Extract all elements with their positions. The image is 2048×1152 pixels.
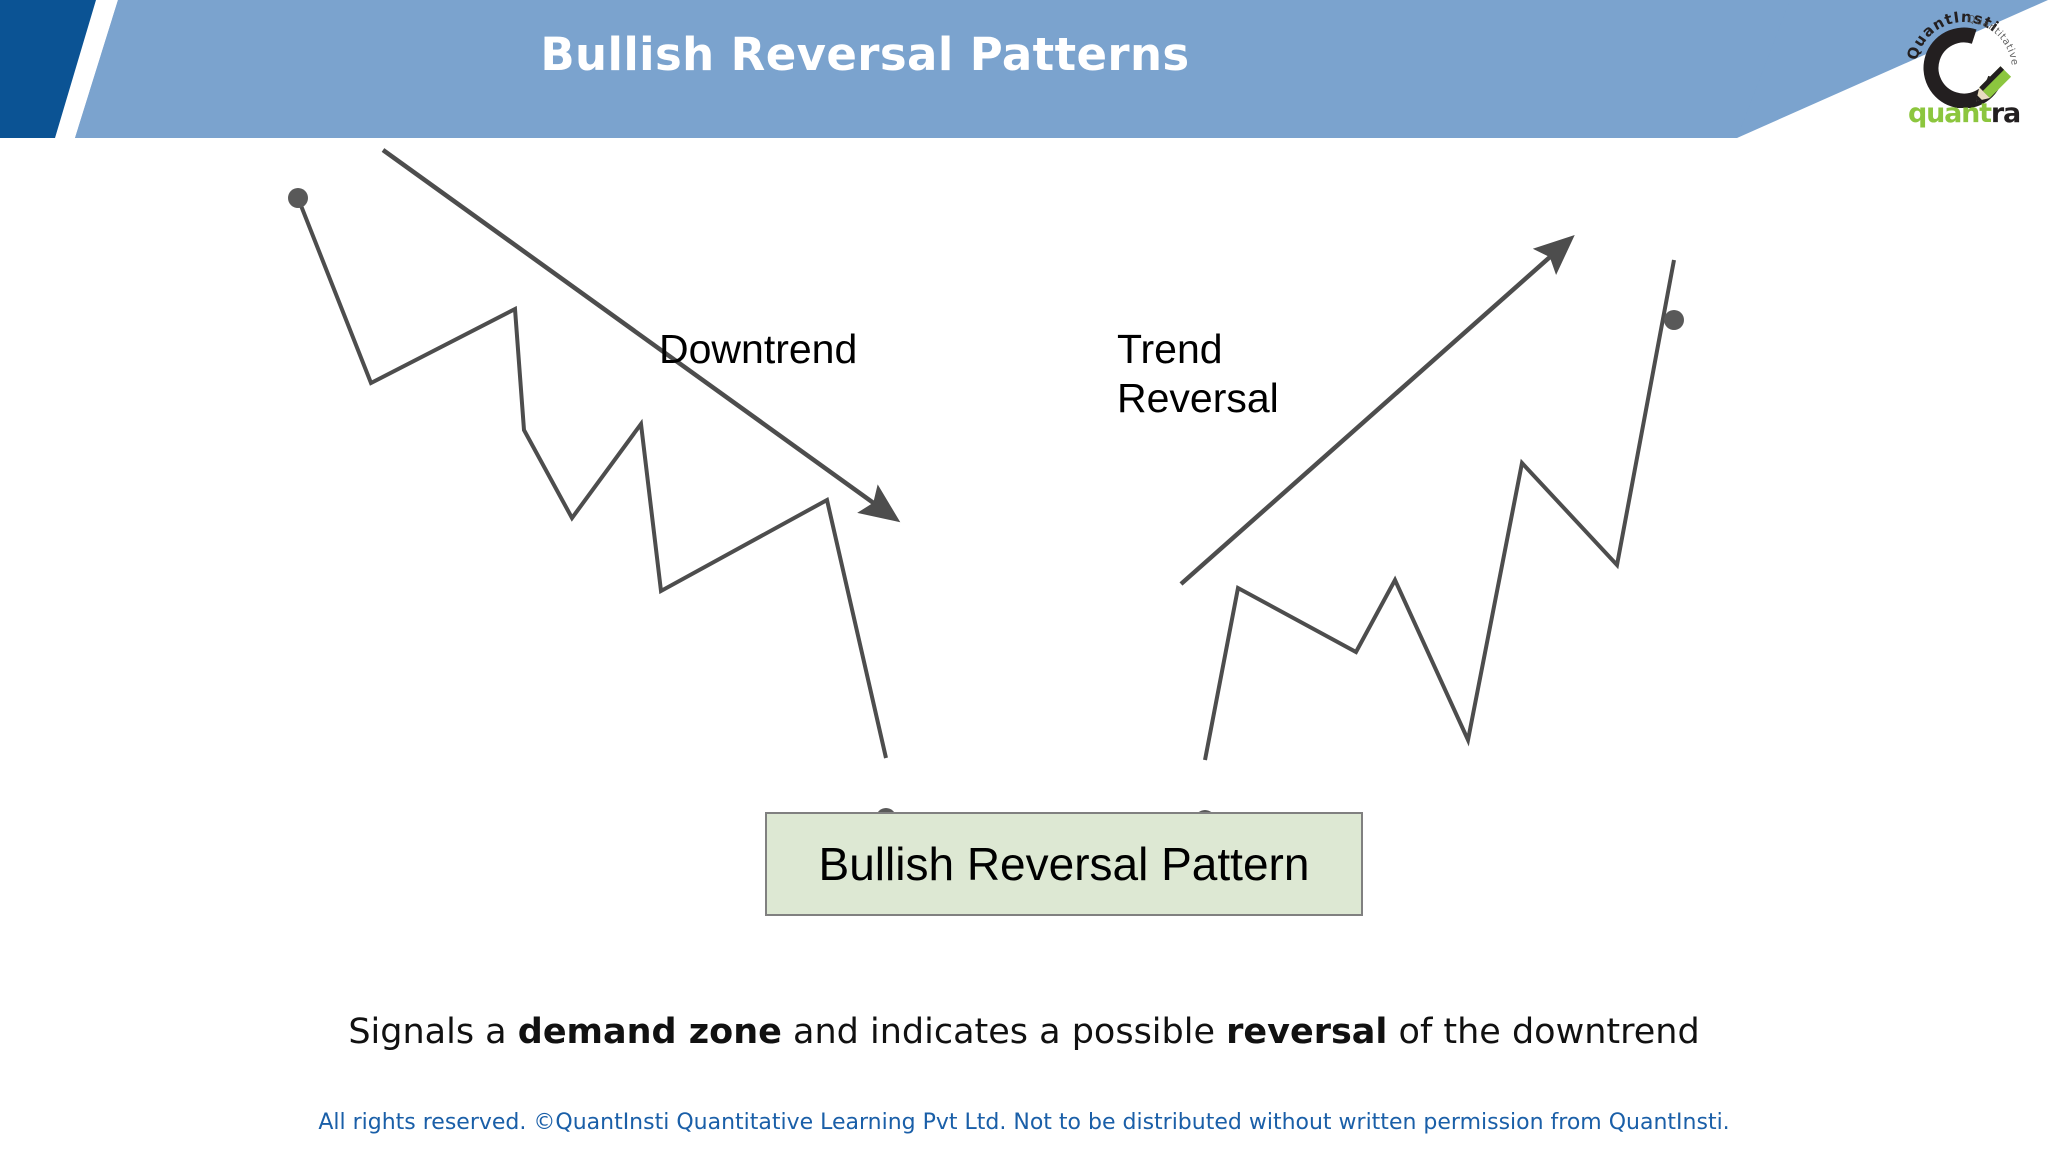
svg-text:Quantitative: Quantitative <box>1967 14 2020 66</box>
downtrend-arrow-line <box>381 148 901 523</box>
marker-downtrend-start <box>288 188 308 208</box>
downtrend-zigzag-line <box>296 197 888 759</box>
pattern-box-label: Bullish Reversal Pattern <box>818 838 1310 890</box>
copyright-footer: All rights reserved. ©QuantInsti Quantit… <box>318 1110 1730 1135</box>
header-accent-shape <box>0 0 96 138</box>
marker-reversal-end <box>1664 310 1684 330</box>
header-banner-shape <box>0 0 2048 140</box>
caption-part2: and indicates a possible <box>781 1012 1227 1052</box>
quantra-logo: QuantInsti Quantitative quantra <box>1894 8 2034 136</box>
label-trend-reversal: Trend Reversal <box>1117 326 1279 421</box>
wordmark-quan: quan <box>1907 98 1980 129</box>
page-title: Bullish Reversal Patterns <box>540 28 1190 81</box>
label-downtrend: Downtrend <box>659 326 858 372</box>
caption-bold-demand-zone: demand zone <box>517 1012 782 1052</box>
uptrend-arrow-line <box>1179 235 1575 586</box>
quantra-wordmark: quantra <box>1894 100 2034 127</box>
caption-text: Signals a demand zone and indicates a po… <box>0 1012 2048 1052</box>
reversal-zigzag-line <box>1203 259 1676 761</box>
bullish-reversal-pattern-box: Bullish Reversal Pattern <box>765 812 1363 916</box>
header-band-main <box>75 0 1790 138</box>
caption-bold-reversal: reversal <box>1226 1012 1388 1052</box>
wordmark-ra: ra <box>1990 98 2021 129</box>
header-banner: Bullish Reversal Patterns <box>0 0 2048 140</box>
wordmark-t: t <box>1979 98 1992 129</box>
caption-part1: Signals a <box>348 1012 518 1052</box>
quantra-mark-icon: QuantInsti Quantitative <box>1903 8 2020 109</box>
caption-part3: of the downtrend <box>1387 1012 1700 1052</box>
